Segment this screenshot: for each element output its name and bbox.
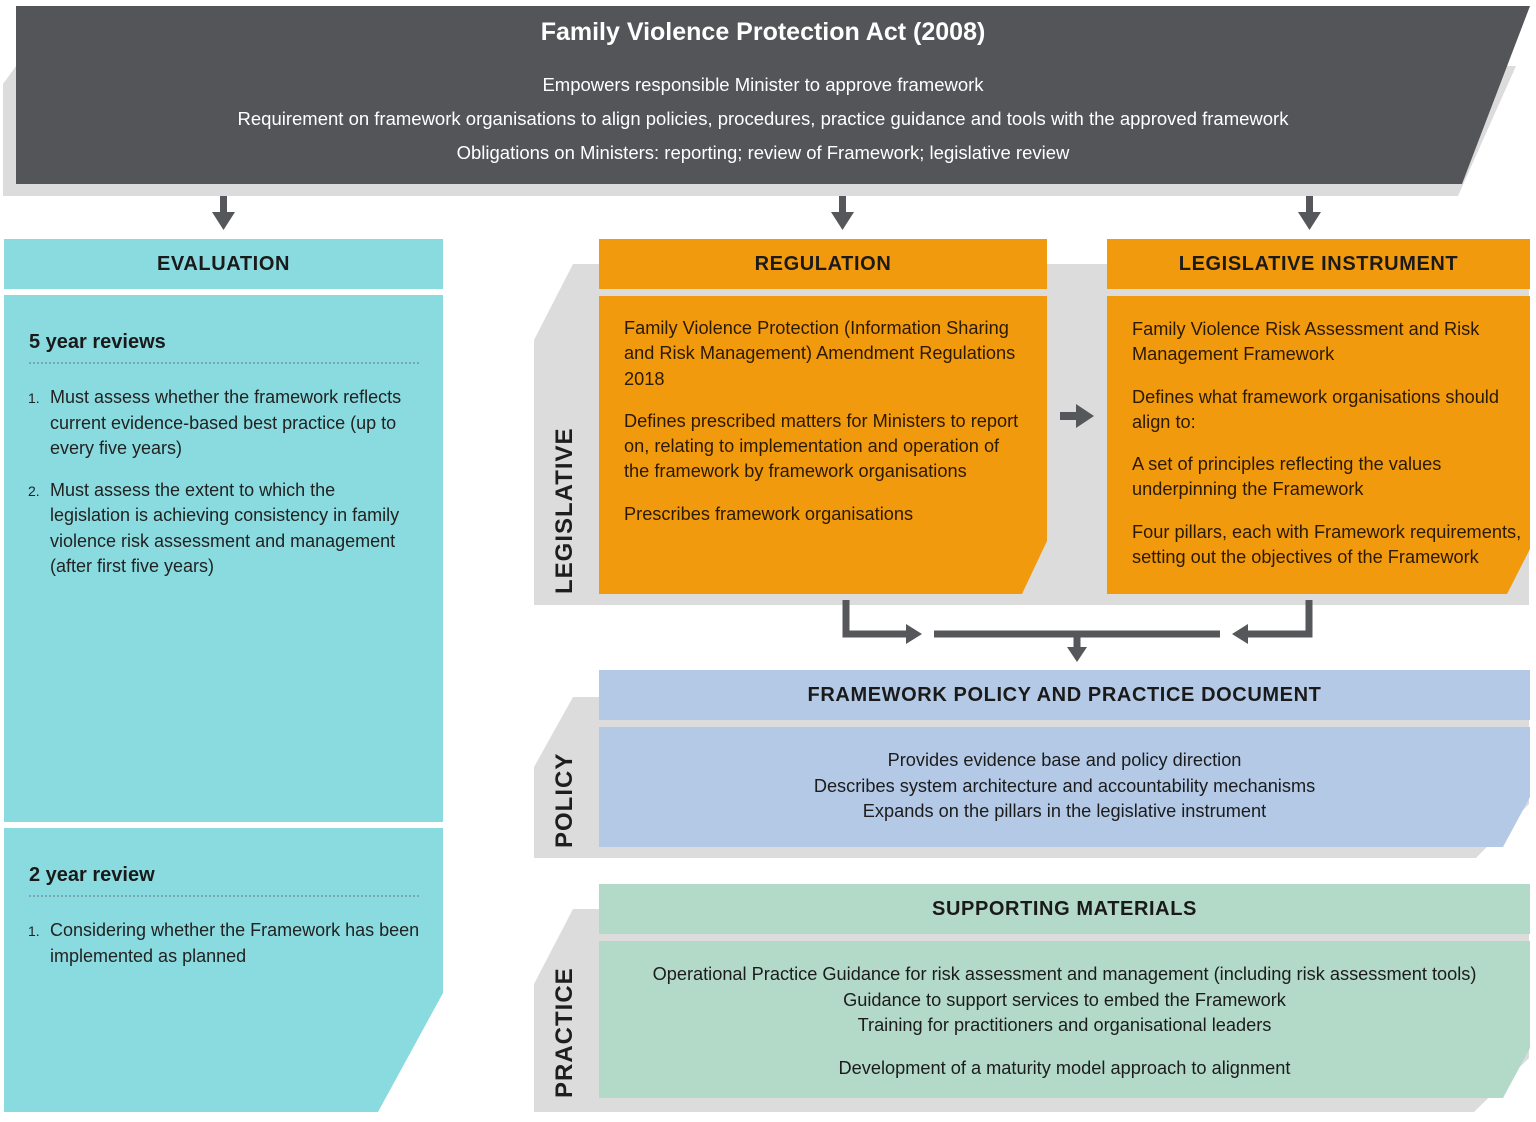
merge-arrow-left-head xyxy=(906,624,922,644)
two-year-divider xyxy=(29,895,419,897)
regulation-title: REGULATION xyxy=(754,252,892,275)
arrow-regulation-to-instrument xyxy=(1060,404,1094,428)
two-year-heading: 2 year review xyxy=(29,864,155,886)
header-box xyxy=(16,6,1530,184)
policy-doc-body: Provides evidence base and policy direct… xyxy=(599,748,1530,825)
header-title: Family Violence Protection Act (2008) xyxy=(540,18,986,46)
arrow-to-instrument xyxy=(1298,196,1321,230)
policy-doc-line: Describes system architecture and accoun… xyxy=(813,775,1316,796)
instrument-title: LEGISLATIVE INSTRUMENT xyxy=(1178,252,1459,275)
evaluation-header-bg xyxy=(4,239,443,289)
policy-doc-title: FRAMEWORK POLICY AND PRACTICE DOCUMENT xyxy=(807,683,1322,706)
five-year-list: Must assess whether the framework reflec… xyxy=(28,385,405,596)
instrument-body: Family Violence Risk Assessment and Risk… xyxy=(1132,317,1524,587)
regulation-paragraph: Family Violence Protection (Information … xyxy=(624,318,1016,389)
practice-label: PRACTICE xyxy=(551,967,578,1098)
merge-arrow-down-head xyxy=(1067,647,1087,662)
instrument-paragraph: A set of principles reflecting the value… xyxy=(1132,454,1442,500)
instrument-body-bg xyxy=(1107,296,1530,594)
list-item: Must assess the extent to which the legi… xyxy=(28,479,400,577)
header-line-3: Obligations on Ministers: reporting; rev… xyxy=(456,142,1070,163)
policy-label: POLICY xyxy=(551,752,578,848)
instrument-paragraph: Defines what framework organisations sho… xyxy=(1132,386,1499,432)
instrument-paragraph: Four pillars, each with Framework requir… xyxy=(1132,521,1522,568)
policy-doc-line: Provides evidence base and policy direct… xyxy=(887,750,1242,770)
arrow-to-regulation xyxy=(831,196,854,230)
five-year-heading: 5 year reviews xyxy=(29,331,166,353)
two-year-list: Considering whether the Framework has be… xyxy=(28,918,430,985)
merge-connector xyxy=(842,600,1313,649)
list-item: Must assess whether the framework reflec… xyxy=(28,386,402,458)
policy-body-bg xyxy=(599,727,1530,847)
header-line-2: Requirement on framework organisations t… xyxy=(237,108,1289,129)
policy-doc-line: Expands on the pillars in the legislativ… xyxy=(862,801,1267,821)
supporting-line: Training for practitioners and organisat… xyxy=(857,1015,1272,1035)
supporting-line: Guidance to support services to embed th… xyxy=(843,989,1286,1010)
regulation-body-bg xyxy=(599,296,1047,594)
merge-arrow-right-head xyxy=(1232,624,1248,644)
header-line-1: Empowers responsible Minister to approve… xyxy=(542,74,984,95)
practice-body-bg xyxy=(599,941,1530,1098)
regulation-header-bg xyxy=(599,239,1047,289)
regulation-paragraph: Defines prescribed matters for Ministers… xyxy=(624,410,1019,482)
regulation-body: Family Violence Protection (Information … xyxy=(624,316,1019,544)
instrument-header-bg xyxy=(1107,239,1530,289)
supporting-line: Development of a maturity model approach… xyxy=(838,1057,1291,1078)
supporting-body: Operational Practice Guidance for risk a… xyxy=(599,962,1530,1081)
evaluation-2yr-bg xyxy=(4,828,443,1112)
regulation-paragraph: Prescribes framework organisations xyxy=(624,503,914,524)
supporting-title: SUPPORTING MATERIALS xyxy=(932,897,1197,920)
evaluation-title: EVALUATION xyxy=(156,252,291,275)
arrow-to-evaluation xyxy=(212,196,235,230)
list-item: Considering whether the Framework has be… xyxy=(28,919,420,966)
instrument-paragraph: Family Violence Risk Assessment and Risk… xyxy=(1132,319,1480,365)
supporting-line: Operational Practice Guidance for risk a… xyxy=(652,964,1477,984)
five-year-divider xyxy=(29,362,419,364)
practice-header-bg xyxy=(599,884,1530,934)
legislative-label: LEGISLATIVE xyxy=(551,427,578,594)
policy-header-bg xyxy=(599,670,1530,720)
